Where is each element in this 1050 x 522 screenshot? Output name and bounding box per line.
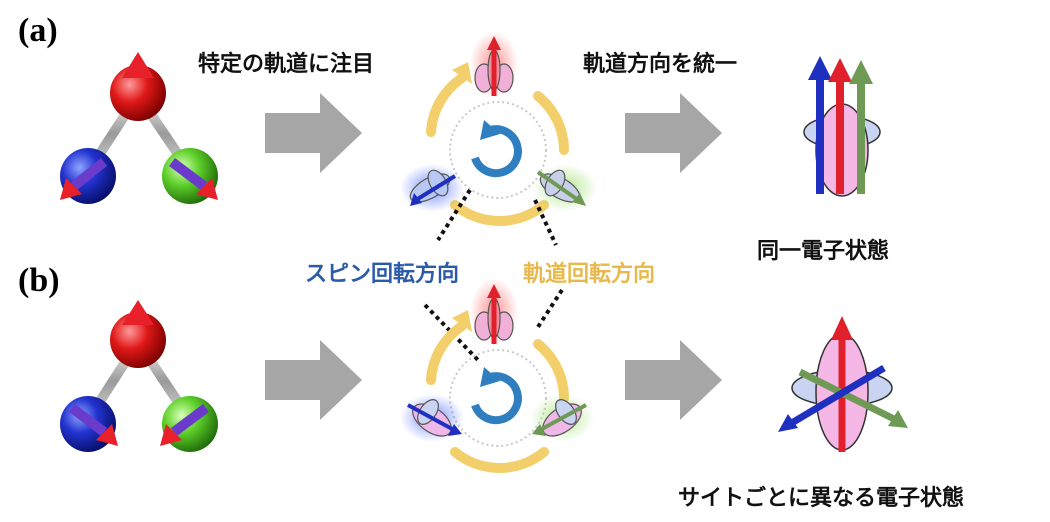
flow-arrow-2 bbox=[625, 93, 722, 173]
flow-arrow-4 bbox=[625, 340, 722, 420]
leader-line-orbital bbox=[533, 199, 558, 246]
triangle-lattice-b bbox=[60, 300, 218, 452]
spin-arrow-blue-b bbox=[778, 414, 798, 432]
caption-orbital-rotation: 軌道回転方向 bbox=[523, 262, 656, 287]
caption-different-state: サイトごとに異なる電子状態 bbox=[678, 486, 965, 511]
panel-label-b: (b) bbox=[18, 262, 60, 299]
different-state-orbital bbox=[778, 316, 908, 452]
triangle-lattice-a bbox=[60, 52, 218, 204]
caption-spin-rotation: スピン回転方向 bbox=[305, 262, 460, 287]
spin-arrow-red-b bbox=[831, 316, 853, 340]
spin-arrow-red bbox=[828, 58, 852, 82]
rotation-diagram-b bbox=[400, 278, 594, 473]
spin-arrow-right bbox=[196, 178, 218, 200]
caption-same-state: 同一電子状態 bbox=[757, 239, 890, 264]
flow-arrow-1 bbox=[265, 93, 362, 173]
caption-unify-orbital: 軌道方向を統一 bbox=[583, 52, 738, 77]
same-state-orbital bbox=[803, 56, 881, 197]
rotation-diagram-a bbox=[400, 31, 597, 226]
flow-arrow-3 bbox=[265, 340, 362, 420]
spin-arrow-green bbox=[849, 60, 873, 84]
leader-line-spin bbox=[436, 188, 472, 242]
spin-arrow-left bbox=[60, 178, 82, 200]
spin-arrow-up bbox=[122, 52, 154, 78]
leader-line-orbital-b bbox=[534, 288, 564, 332]
caption-focus-orbital: 特定の軌道に注目 bbox=[198, 52, 375, 77]
spin-arrow-blue bbox=[808, 56, 832, 80]
spin-arrow-green-b bbox=[888, 410, 908, 428]
panel-label-a: (a) bbox=[18, 12, 58, 49]
